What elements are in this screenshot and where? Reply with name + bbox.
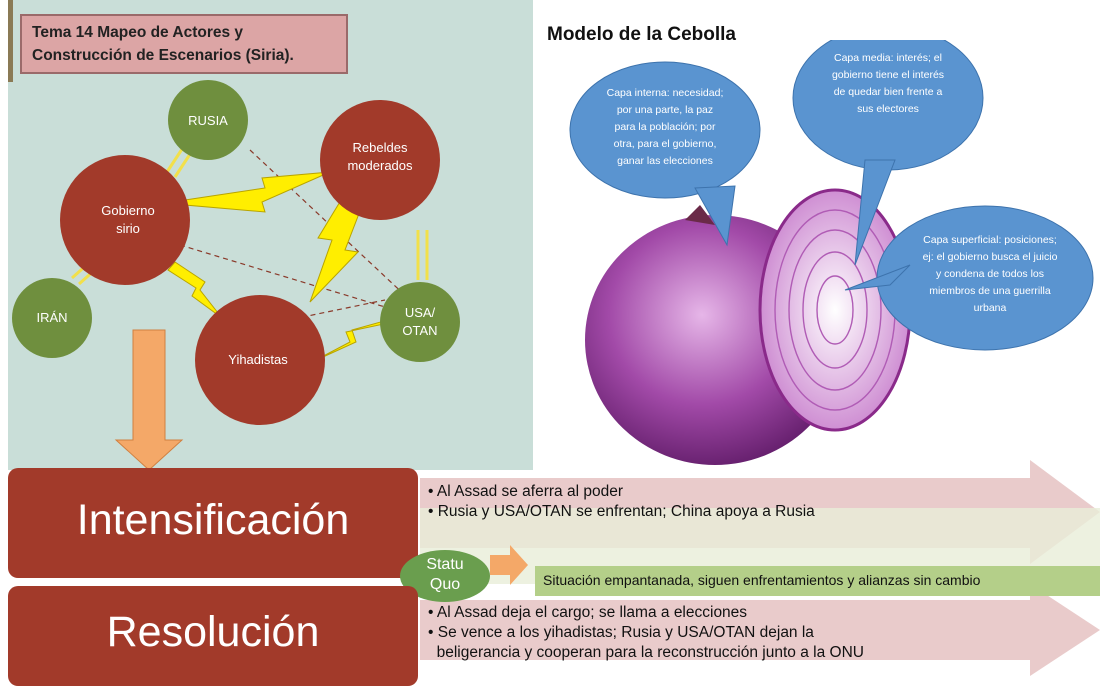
actor-yihadistas-circle: [195, 295, 325, 425]
speech-bubbles: [569, 40, 1094, 351]
bullet-item: • Se vence a los yihadistas; Rusia y USA…: [428, 624, 814, 641]
actor-iran-circle: [12, 278, 92, 358]
scenario-resolucion-label: Resolución: [106, 608, 320, 656]
bolt-gob-reb: [184, 171, 331, 213]
bullet-item: • Al Assad se aferra al poder: [428, 483, 623, 500]
down-arrow: [114, 329, 184, 470]
actor-usa-label-1: USA/: [405, 305, 436, 320]
onion-illustration: [569, 40, 1094, 465]
title-box: Tema 14 Mapeo de Actores y Construcción …: [20, 14, 348, 74]
bubble-middle-text: Capa media: interés; el gobierno tiene e…: [831, 52, 945, 115]
actor-rusia-circle: [168, 80, 248, 160]
bullet-item: • Rusia y USA/OTAN se enfrentan; China a…: [428, 503, 815, 520]
actor-iran-label: IRÁN: [36, 310, 67, 325]
actor-gobierno-label-2: sirio: [116, 221, 140, 236]
title-accent-line: [8, 0, 13, 82]
actor-rebeldes-label-2: moderados: [347, 158, 413, 173]
actor-map: RUSIA Rebeldes moderados Gobierno sirio …: [12, 80, 460, 470]
statu-quo-oval: Statu Quo: [400, 550, 490, 602]
actor-rebeldes-circle: [320, 100, 440, 220]
bullet-item: beligerancia y cooperan para la reconstr…: [428, 644, 864, 661]
bullet-item: • Al Assad deja el cargo; se llama a ele…: [428, 604, 748, 621]
scenario-resolucion-box: Resolución: [8, 586, 418, 686]
actor-usa-circle: [380, 282, 460, 362]
bolt-gob-yih: [167, 261, 223, 319]
actor-rusia-label: RUSIA: [188, 113, 228, 128]
actor-gobierno-label-1: Gobierno: [101, 203, 154, 218]
statu-quo-bar: Situación empantanada, siguen enfrentami…: [535, 566, 1100, 596]
page-title: Tema 14 Mapeo de Actores y Construcción …: [32, 24, 294, 64]
scenario-resolucion-bullets: • Al Assad deja el cargo; se llama a ele…: [428, 603, 864, 663]
statu-quo-label: Statu Quo: [426, 556, 464, 593]
statu-quo-text: Situación empantanada, siguen enfrentami…: [543, 572, 981, 588]
bubble-surface-text: Capa superficial: posiciones; ej: el gob…: [922, 234, 1058, 314]
actor-yihadistas-label: Yihadistas: [228, 352, 288, 367]
scenario-arrows: [420, 460, 1100, 676]
bubble-inner-text: Capa interna: necesidad; por una parte, …: [606, 87, 724, 167]
actor-rebeldes-label-1: Rebeldes: [353, 140, 408, 155]
onion-half: [758, 188, 912, 432]
scenario-intensificacion-box: Intensificación: [8, 468, 418, 578]
actor-usa-label-2: OTAN: [402, 323, 437, 338]
scenario-intensificacion-label: Intensificación: [76, 496, 350, 544]
scenario-intensificacion-bullets: • Al Assad se aferra al poder • Rusia y …: [428, 482, 815, 522]
actor-gobierno-circle: [60, 155, 190, 285]
bubble-inner: [569, 61, 761, 199]
onion-model-title: Modelo de la Cebolla: [547, 24, 736, 45]
